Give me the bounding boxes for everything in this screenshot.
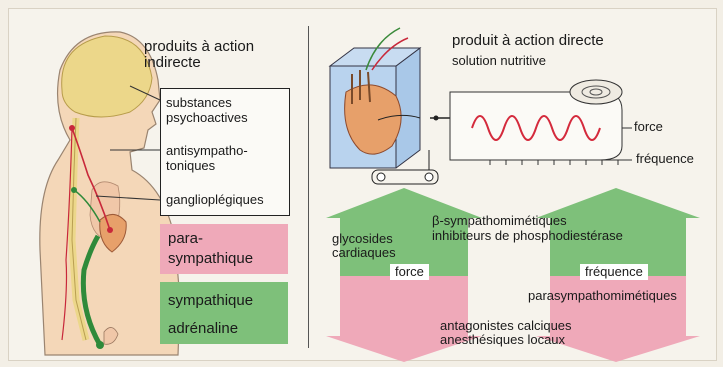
label-antisympathotonic-2: toniques [166, 159, 215, 174]
local-anesthetics: anesthésiques locaux [440, 333, 565, 348]
label-psychoactive-2: psychoactives [166, 111, 248, 126]
organ-bath [330, 28, 438, 184]
force-axis-label: force [634, 120, 663, 135]
label-antisympathotonic-1: antisympatho- [166, 144, 248, 159]
beta-sympathomimetics: β-sympathomimétiques [432, 214, 567, 229]
nutrient-solution-label: solution nutritive [452, 54, 546, 69]
human-figure-illustration [40, 32, 180, 355]
label-psychoactive-1: substances [166, 96, 232, 111]
indirect-title-line1: produits à action [144, 38, 254, 55]
parasympathetic-line1: para- [168, 230, 203, 247]
direct-title: produit à action directe [452, 32, 604, 49]
recorder-paper [450, 80, 632, 165]
force-chip: force [390, 264, 429, 280]
label-ganglioplegic: ganglioplégiques [166, 193, 264, 208]
sympathetic-label: sympathique [168, 292, 253, 309]
glycosides-line2: cardiaques [332, 246, 396, 261]
indirect-title-line2: indirecte [144, 54, 201, 71]
parasympathomimetics-label: parasympathomimétiques [528, 289, 677, 304]
section-divider [308, 26, 309, 348]
parasympathetic-line2: sympathique [168, 250, 253, 267]
adrenaline-label: adrénaline [168, 320, 238, 337]
pde-inhibitors: inhibiteurs de phosphodiestérase [432, 229, 623, 244]
frequency-chip: fréquence [580, 264, 648, 280]
frequency-axis-label: fréquence [636, 152, 694, 167]
